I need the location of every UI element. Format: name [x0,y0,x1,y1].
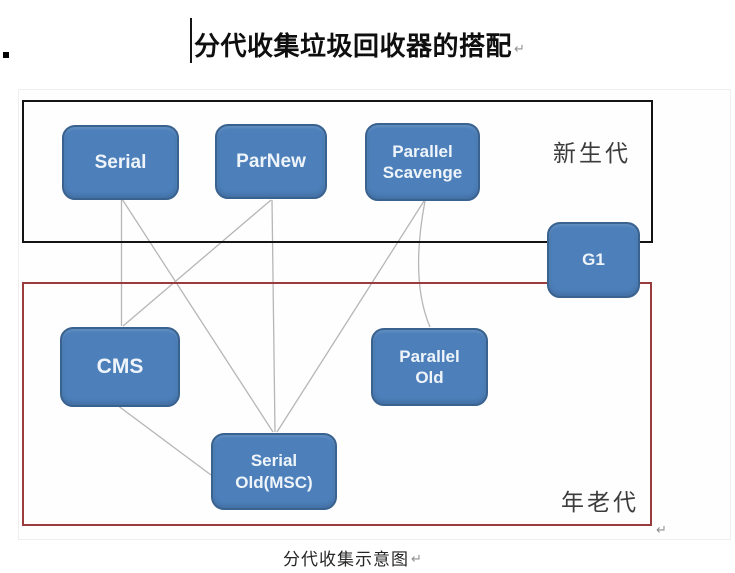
group-young-generation [22,100,653,243]
edge-parnew-serial_old [271,199,276,433]
text-cursor [190,18,192,63]
node-serial-old-label: Serial Old(MSC) [235,451,313,492]
node-serial-label: Serial [94,151,147,173]
node-parallel-scavenge: Parallel Scavenge [365,123,480,201]
node-g1-label: G1 [582,250,605,270]
node-g1: G1 [547,222,640,298]
node-serial: Serial [62,125,179,200]
edge-serial-serial_old [121,198,274,433]
page-title: 分代收集垃圾回收器的搭配↵ [194,26,525,63]
node-parallel-scavenge-label: Parallel Scavenge [382,141,463,182]
paragraph-mark: ↵ [514,41,526,56]
node-parnew: ParNew [215,124,327,199]
young-generation-label: 新生代 [553,140,631,166]
node-parnew-label: ParNew [236,150,306,172]
node-cms: CMS [60,327,180,407]
diagram-caption-text: 分代收集示意图 [283,550,409,569]
node-cms-label: CMS [96,354,144,378]
old-generation-label: 年老代 [561,489,639,515]
edge-parallel_scavenge-serial_old [276,200,425,433]
edge-parnew-cms [122,199,272,327]
node-serial-old: Serial Old(MSC) [211,433,337,510]
paragraph-mark: ↵ [411,551,423,566]
edge-cms-serial_old [116,404,212,476]
node-parallel-old-label: Parallel Old [399,346,460,387]
group-old-generation [22,282,652,526]
diagram-caption: 分代收集示意图↵ [283,545,423,570]
paragraph-mark: ↵ [656,522,667,537]
node-parallel-old: Parallel Old [371,328,488,406]
edge-parallel_scavenge-parallel_old [417,200,431,328]
page-title-text: 分代收集垃圾回收器的搭配 [194,31,513,61]
list-bullet [3,52,9,58]
